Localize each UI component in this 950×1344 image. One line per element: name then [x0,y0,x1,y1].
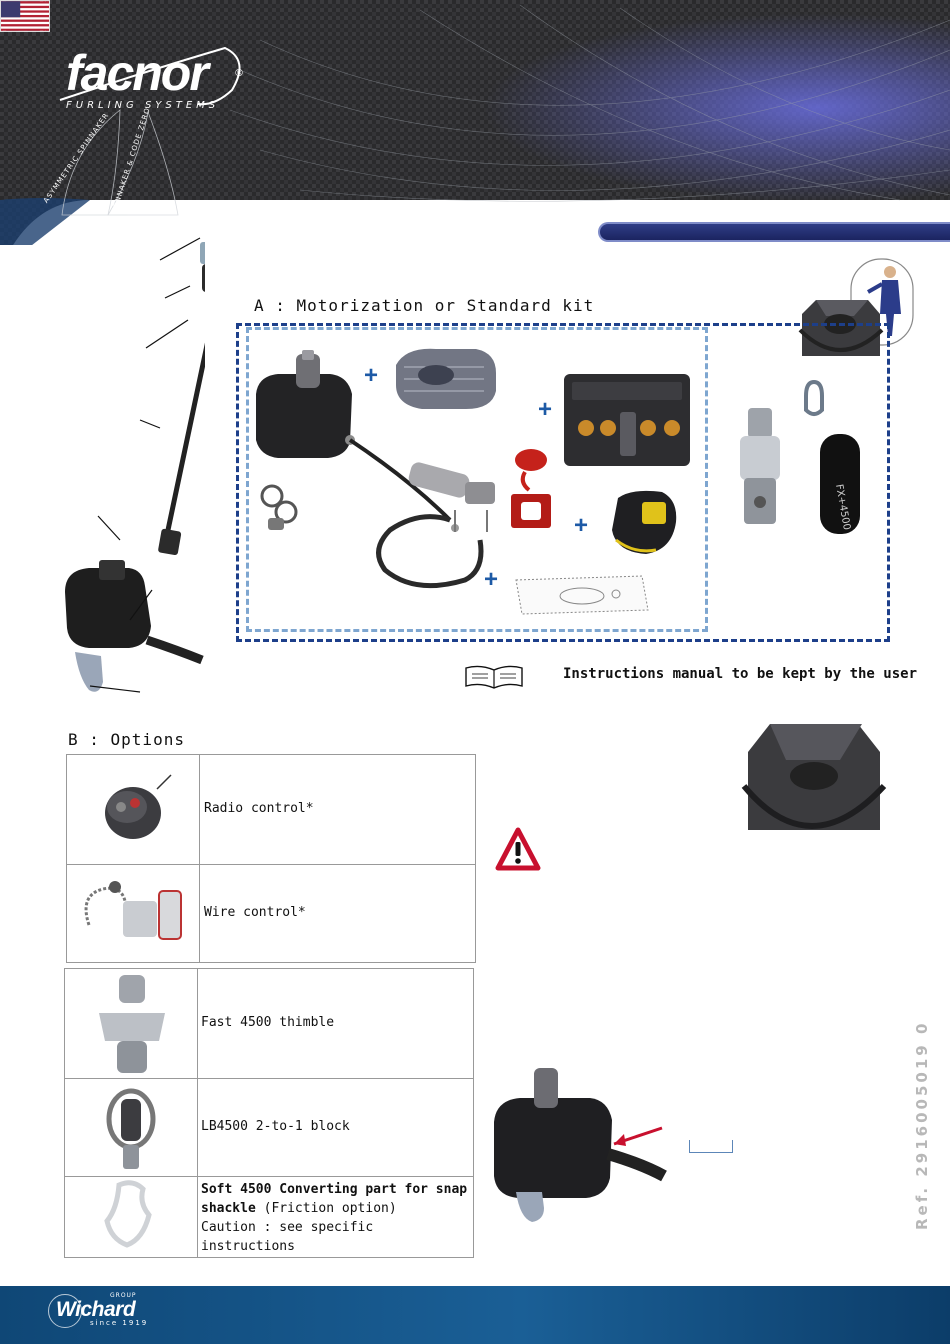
soft-shackle-part-image [260,484,298,530]
option-label: Radio control* [204,801,314,816]
section-a-title: A : Motorization or Standard kit [254,296,595,315]
circuit-breaker-image [612,490,677,554]
wichard-group-label: GROUP [110,1292,137,1299]
furler-illustration [65,242,205,692]
header-background [0,0,950,245]
plus-sign: + [364,362,379,389]
sleeve-image: FX+4500 [820,434,860,534]
page-header: facnor ® FURLING SYSTEMS ASYMMETRIC SPIN… [0,0,950,245]
option-caution-text: Caution : see specific instructions [201,1220,374,1254]
shackle-icon [804,380,824,416]
leader-lines [89,237,201,693]
manual-instruction-text: Instructions manual to be kept by the us… [563,666,918,682]
motor-cable-image [348,438,484,589]
bracket-mark [689,1140,733,1153]
option-label: Fast 4500 thimble [201,1015,335,1030]
book-icon [465,665,523,689]
option-label-normal: (Friction option) [255,1201,397,1216]
mesh-cover-image [396,348,496,409]
control-box-image [564,374,690,466]
carry-bag-image [741,724,887,830]
table-row: LB4500 2-to-1 block [65,1079,473,1177]
warning-triangle-icon [495,827,541,871]
converting-part-icon [104,1180,152,1248]
brand-subtitle: FURLING SYSTEMS [66,100,220,111]
options-table-accessories: Fast 4500 thimble LB4500 2-to-1 block So… [64,968,474,1258]
wichard-since: since 1919 [90,1319,149,1327]
table-row: Fast 4500 thimble [65,969,473,1079]
logo-circle-icon [48,1294,82,1328]
radio-remote-icon [105,774,172,839]
option-image-cell [65,969,198,1078]
option-label: Wire control* [204,905,306,920]
red-cap-image [511,449,551,528]
section-b-title: B : Options [68,730,185,749]
option-image-cell [65,1079,198,1176]
block-icon [106,1088,156,1169]
connector-plug-image [408,462,495,532]
option-image-cell [67,865,200,962]
reference-number: Ref. 2916005019 0 [913,1020,931,1230]
option-image-cell [65,1177,198,1257]
thimble-icon [99,975,165,1073]
title-bar [598,222,950,242]
us-flag-icon[interactable] [0,0,50,32]
option-label: LB4500 2-to-1 block [201,1119,350,1134]
table-row: Wire control* [67,865,475,962]
wire-remote-icon [84,881,182,940]
facnor-logo: facnor ® FURLING SYSTEMS [66,45,244,111]
option-image-cell [67,755,200,864]
option-label-multiline: Soft 4500 Converting part for snap shack… [201,1180,471,1256]
wichard-logo: GROUP Wichard since 1919 [48,1292,149,1328]
plus-sign: + [538,396,553,423]
options-table-controls: Radio control* Wire control* [66,754,476,963]
drilling-template-image [515,575,649,615]
brand-name: facnor [66,45,209,101]
swivel-image [740,408,780,524]
kit-dashed-box [236,323,890,642]
option-label-bold: Soft 4500 Converting part for snap shack… [201,1182,468,1216]
plus-sign: + [574,512,589,539]
page-footer [0,1286,950,1344]
table-row: Radio control* [67,755,475,865]
kit-inner-dashed-box [246,327,708,632]
brand-registered-mark: ® [234,68,244,79]
motor-closeup-image [494,1068,667,1222]
table-row: Soft 4500 Converting part for snap shack… [65,1177,473,1257]
plus-sign: + [484,566,499,593]
